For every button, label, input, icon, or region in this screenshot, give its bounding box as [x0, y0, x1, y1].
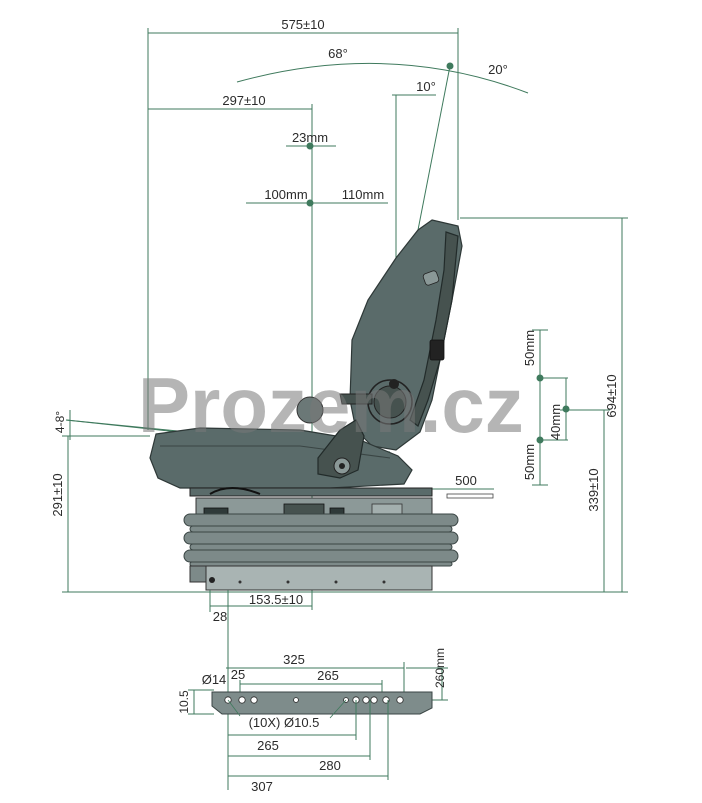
watermark: Prozem.cz	[138, 361, 524, 449]
label-seat-height: 291±10	[50, 473, 65, 516]
dim-base-offset: 153.5±10 28	[209, 590, 312, 790]
label-lumbar-bot: 50mm	[522, 444, 537, 480]
label-plate-holes: (10X) Ø10.5	[249, 715, 320, 730]
label-seat-tilt: 4-8°	[53, 411, 67, 433]
label-plate-325: 325	[283, 652, 305, 667]
dim-overall-width: 575±10	[147, 17, 459, 430]
label-plate-260: 260mm	[433, 648, 447, 688]
label-headrest-adjust: 23mm	[292, 130, 328, 145]
label-total-height: 694±10	[604, 374, 619, 417]
dim-seat-height: 291±10	[50, 435, 628, 593]
label-plate-265-bot: 265	[257, 738, 279, 753]
label-base-offset: 153.5±10	[249, 592, 303, 607]
label-back-adjust: 110mm	[342, 187, 384, 202]
label-lumbar-mid: 40mm	[548, 404, 563, 440]
dim-fore-aft: 100mm 110mm	[246, 187, 388, 207]
label-lumbar-top: 50mm	[522, 330, 537, 366]
dim-lumbar: 50mm 40mm 50mm	[522, 329, 570, 486]
label-plate-307: 307	[251, 779, 273, 794]
dim-recline-arc: 68° 20°	[236, 46, 529, 94]
dim-heights-right: 694±10 339±10	[460, 217, 628, 592]
seat-illustration	[149, 219, 463, 591]
dim-slide: 500	[432, 473, 494, 499]
label-plate-265-top: 265	[317, 668, 339, 683]
label-angle-back: 20°	[488, 62, 508, 77]
label-plate-280: 280	[319, 758, 341, 773]
label-plate-dia14: Ø14	[202, 672, 227, 687]
label-slide-travel: 500	[455, 473, 477, 488]
label-lower-height: 339±10	[586, 468, 601, 511]
label-overall-width: 575±10	[281, 17, 324, 32]
label-fwd-adjust: 100mm	[264, 187, 307, 202]
label-base-small: 28	[213, 609, 227, 624]
dim-headrest-adjust: 23mm	[286, 130, 336, 150]
base-plate: 325 265 Ø14 25 260mm 10.5 (10X) Ø10.5 26…	[177, 648, 448, 794]
label-angle-recline: 68°	[328, 46, 348, 61]
label-angle-fwd: 10°	[416, 79, 436, 94]
label-front-width: 297±10	[222, 93, 265, 108]
label-plate-thick: 10.5	[177, 690, 191, 714]
label-plate-spacing25: 25	[231, 667, 245, 682]
